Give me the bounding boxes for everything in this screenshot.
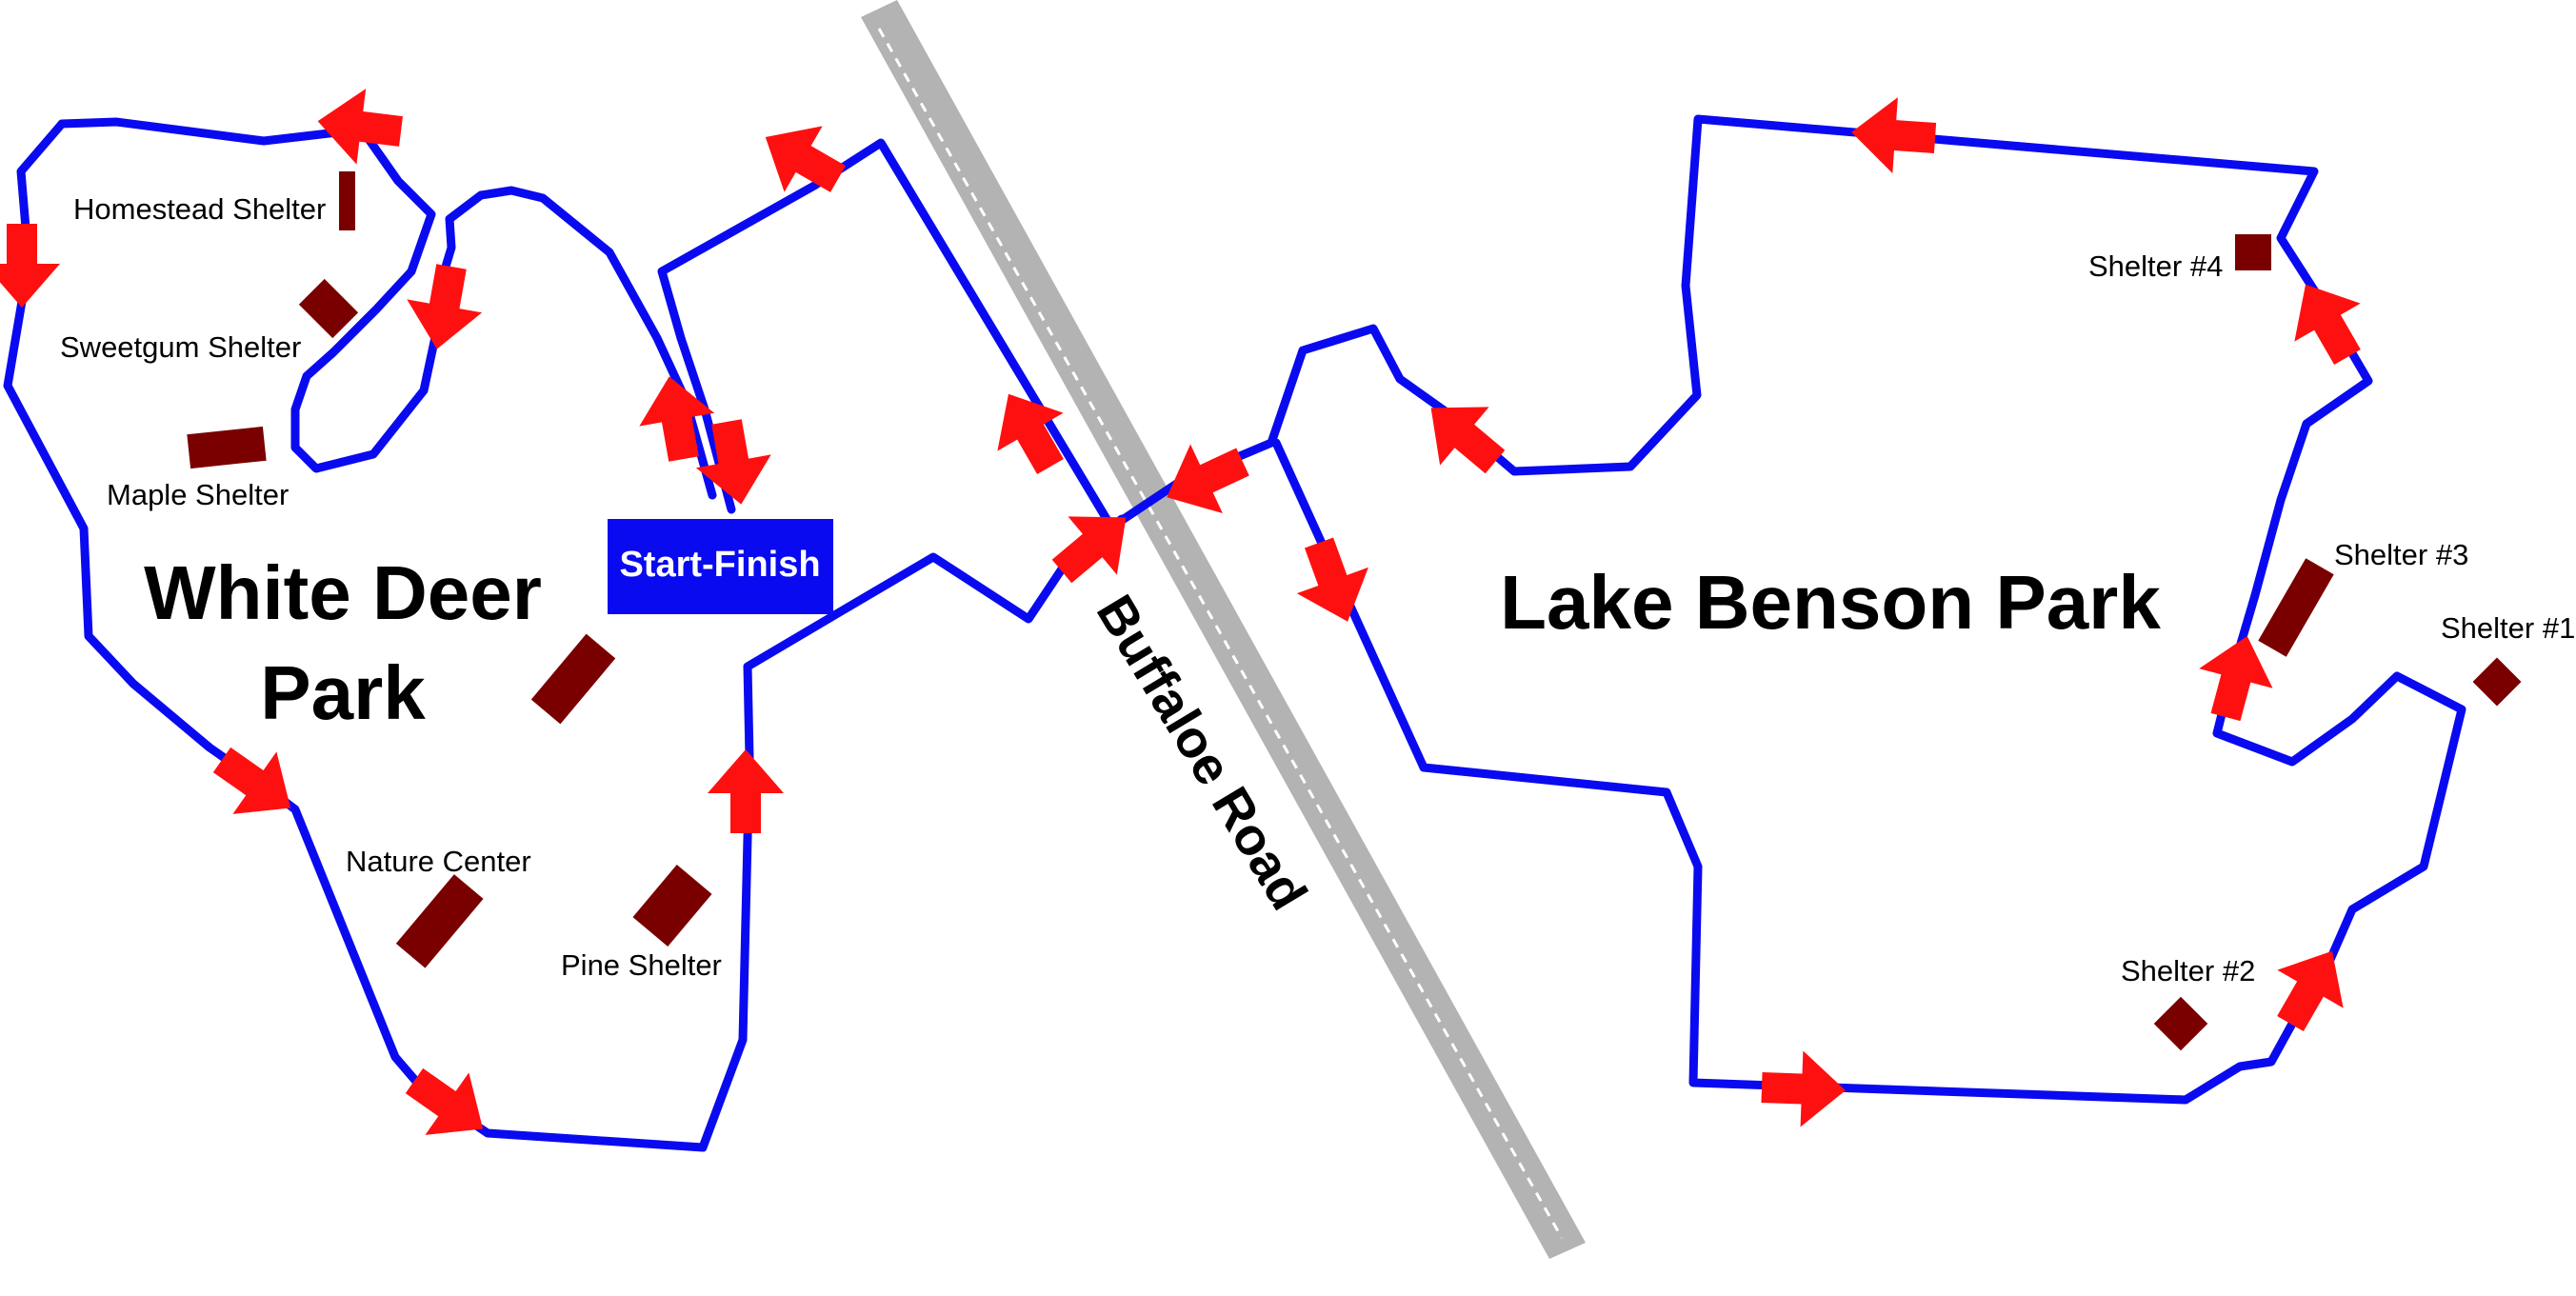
homestead-building-icon (339, 171, 355, 230)
arrow-icon (765, 126, 846, 192)
white-deer-outer-loop (57, 117, 717, 500)
shelter2-label: Shelter #2 (2121, 954, 2255, 987)
arrow-icon (0, 224, 60, 308)
arrow-icon (317, 89, 403, 165)
arrow-icon (1430, 407, 1506, 474)
white-deer-park-label-line2: Park (260, 650, 426, 735)
homestead-shelter-label: Homestead Shelter (73, 192, 326, 226)
shelter3-label: Shelter #3 (2334, 538, 2468, 571)
sweetgum-building-icon (298, 278, 359, 339)
arrow-icon (1296, 537, 1368, 622)
white-deer-park-label-line1: White Deer (144, 550, 542, 635)
direction-arrows (0, 89, 2361, 1135)
start-finish-marker: Start-Finish (608, 519, 833, 614)
sweetgum-shelter-label: Sweetgum Shelter (60, 330, 301, 364)
maple-shelter-label: Maple Shelter (107, 478, 289, 511)
start-finish-box (608, 519, 833, 614)
arrow-icon (2199, 635, 2273, 722)
pine-building-icon (632, 864, 712, 947)
shelter1-label: Shelter #1 (2441, 611, 2575, 645)
arrow-icon (1761, 1050, 1846, 1127)
shelter4-label: Shelter #4 (2088, 249, 2223, 283)
nature-center-label: Nature Center (346, 845, 531, 878)
arrow-icon (1851, 97, 1937, 173)
map-labels: White Deer Park Lake Benson Park Homeste… (60, 192, 2575, 987)
maple-building-icon (187, 426, 267, 469)
start-finish-label: Start-Finish (619, 545, 820, 585)
nature-center-building-icon (395, 874, 484, 968)
arrow-icon (407, 264, 483, 349)
arrow-icon (639, 376, 715, 462)
arrow-icon (1051, 516, 1127, 584)
arrow-icon (2277, 950, 2344, 1031)
arrow-icon (405, 1067, 484, 1135)
shelter4-building-icon (2235, 234, 2271, 270)
shelters (187, 171, 2522, 1051)
arrow-icon (2294, 284, 2361, 365)
road-centerline (877, 28, 1564, 1239)
arrow-icon (695, 419, 771, 505)
arrow-icon (708, 749, 784, 833)
pine-shelter-label: Pine Shelter (561, 948, 722, 982)
center-building-icon (530, 633, 616, 725)
arrow-icon (212, 747, 291, 814)
arrow-icon (1167, 444, 1249, 514)
shelter2-building-icon (2153, 996, 2208, 1051)
arrow-icon (997, 393, 1064, 474)
shelter3-building-icon (2258, 558, 2334, 657)
lake-benson-park-label: Lake Benson Park (1500, 560, 2161, 645)
